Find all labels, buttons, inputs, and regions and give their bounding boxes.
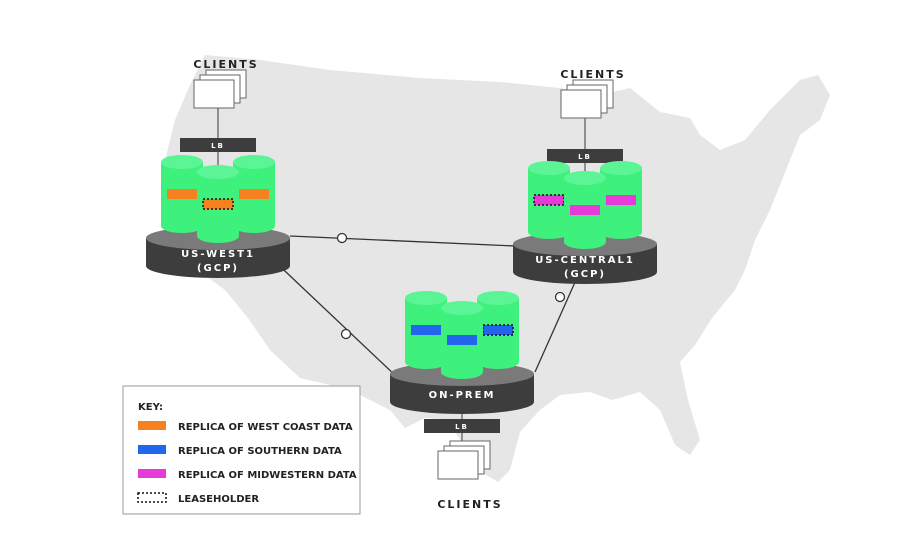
legend-swatch (138, 445, 166, 454)
region-name: US-WEST1 (181, 249, 255, 260)
region-provider: (GCP) (564, 269, 606, 280)
replica-node (600, 161, 642, 239)
load-balancer (424, 419, 500, 433)
link-west-central (289, 235, 516, 247)
clients-label: CLIENTS (560, 68, 625, 81)
cluster-us-central1: CLIENTS LB US-CENTRAL1 (GCP) (513, 68, 657, 284)
legend-item-west: REPLICA OF WEST COAST DATA (138, 421, 353, 433)
legend-label: REPLICA OF WEST COAST DATA (178, 422, 353, 433)
replica-node (161, 155, 203, 233)
replica-bar (167, 189, 197, 199)
legend-label: LEASEHOLDER (178, 494, 259, 505)
legend-label: REPLICA OF MIDWESTERN DATA (178, 470, 357, 481)
clients-icon (437, 440, 491, 480)
clients-icon (193, 69, 247, 109)
leaseholder-replica (202, 198, 234, 210)
leaseholder-replica (533, 194, 565, 206)
legend-item-midwest: REPLICA OF MIDWESTERN DATA (138, 469, 357, 481)
clients-label: CLIENTS (193, 58, 258, 71)
us-map-silhouette (165, 55, 830, 482)
replica-bar (570, 205, 600, 215)
legend: KEY: REPLICA OF WEST COAST DATA REPLICA O… (122, 385, 361, 515)
link-node-icon (340, 328, 352, 340)
legend-label: REPLICA OF SOUTHERN DATA (178, 446, 342, 457)
clients-label: CLIENTS (437, 498, 502, 511)
replica-bar (447, 335, 477, 345)
load-balancer-label: LB (578, 153, 592, 161)
legend-item-south: REPLICA OF SOUTHERN DATA (138, 445, 342, 457)
load-balancer (180, 138, 256, 152)
link-west-onprem (267, 254, 399, 379)
replica-bar (411, 325, 441, 335)
load-balancer (547, 149, 623, 163)
load-balancer-label: LB (455, 423, 469, 431)
replica-node (197, 165, 239, 243)
legend-swatch (138, 421, 166, 430)
link-nodes (336, 232, 566, 340)
clients-icon (560, 79, 614, 119)
region-provider: (GCP) (197, 263, 239, 274)
cluster-on-prem: CLIENTS LB ON-PREM (390, 291, 534, 511)
replica-bar (606, 195, 636, 205)
region-name: ON-PREM (429, 390, 496, 401)
replica-node (233, 155, 275, 233)
legend-title: KEY: (138, 402, 163, 413)
replica-node (564, 171, 606, 249)
replica-node (441, 301, 483, 379)
replica-node (477, 291, 519, 369)
legend-item-leaseholder: LEASEHOLDER (137, 492, 259, 505)
link-node-icon (554, 291, 566, 303)
replica-node (528, 161, 570, 239)
region-name: US-CENTRAL1 (535, 255, 635, 266)
cluster-us-west1: CLIENTS LB US-WEST1 (GCP) (146, 58, 290, 278)
legend-swatch (137, 492, 167, 503)
replica-node (405, 291, 447, 369)
legend-swatch (138, 469, 166, 478)
load-balancer-label: LB (211, 142, 225, 150)
replica-bar (239, 189, 269, 199)
leaseholder-replica (482, 324, 514, 336)
link-node-icon (336, 232, 348, 244)
